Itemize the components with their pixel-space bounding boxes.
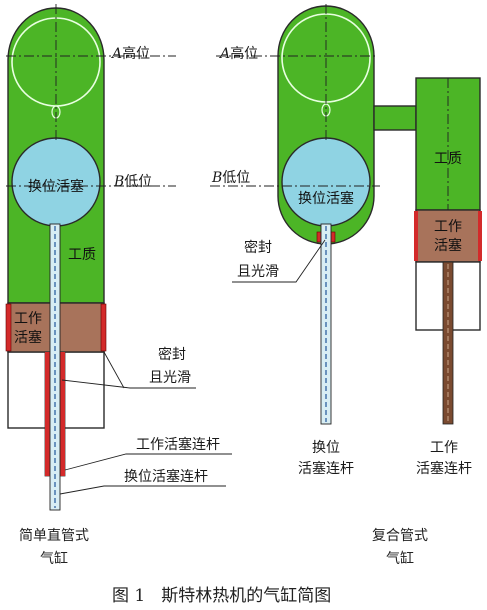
left-working-rod-seal-l	[45, 352, 50, 476]
right-working-piston-seal-r	[478, 211, 482, 261]
right-displacer-label: 换位活塞	[298, 190, 354, 207]
left-seal-label-1: 密封	[158, 346, 186, 363]
left-working-medium-label: 工质	[68, 247, 96, 263]
left-piston-seal-right	[100, 303, 107, 352]
right-working-rod-label-2: 活塞连杆	[416, 460, 472, 477]
left-cylinder	[5, 4, 107, 511]
right-displacer-piston	[281, 137, 371, 227]
right-a-text: 高位	[230, 45, 258, 62]
left-working-rod-leader	[64, 453, 232, 471]
left-displacer-rod-leader	[59, 485, 226, 495]
right-seal-label-2: 且光滑	[237, 263, 279, 280]
right-working-piston-label-2: 活塞	[434, 237, 462, 254]
caption-text: 斯特林热机的气缸简图	[161, 585, 331, 606]
left-seal-leader	[61, 379, 196, 389]
left-working-rod-label: 工作活塞连杆	[136, 436, 220, 453]
right-working-rod-label-1: 工作	[430, 440, 458, 456]
right-b-text: 低位	[222, 170, 250, 186]
svg-text:A高位: A高位	[218, 45, 258, 62]
right-seal-leader	[232, 239, 326, 283]
left-subtitle-1: 简单直管式	[19, 527, 89, 544]
svg-text:B低位: B低位	[211, 170, 250, 186]
left-labels: A高位 B低位 换位活塞 工质 工作 活塞 密封 且光滑 工作活塞连杆 换位活塞…	[14, 45, 220, 485]
left-b-letter: B	[113, 174, 124, 190]
right-connecting-pipe	[373, 105, 417, 131]
svg-text:B低位: B低位	[113, 174, 152, 190]
left-displacer-label: 换位活塞	[28, 178, 84, 195]
left-piston-seal-left	[5, 303, 12, 352]
caption-number: 图 1	[112, 586, 145, 606]
right-seal-label-1: 密封	[244, 239, 272, 256]
svg-text:A高位: A高位	[110, 45, 150, 62]
left-a-text: 高位	[122, 45, 150, 62]
left-a-letter: A	[110, 46, 122, 62]
right-displacer-rod-label-2: 活塞连杆	[298, 460, 354, 477]
figure-caption: 图 1 斯特林热机的气缸简图	[112, 585, 331, 606]
right-labels: A高位 B低位 换位活塞 工质 工作 活塞 密封 且光滑 换位 活塞连杆 工作 …	[211, 45, 472, 477]
right-subtitle-1: 复合管式	[372, 527, 428, 544]
left-b-text: 低位	[124, 174, 152, 190]
left-working-piston-label-2: 活塞	[14, 329, 42, 346]
left-working-piston-label-1: 工作	[14, 311, 42, 327]
right-working-piston-seal-l	[414, 211, 418, 261]
right-a-letter: A	[218, 46, 230, 62]
left-subtitle-2: 气缸	[40, 550, 68, 567]
right-working-piston-label-1: 工作	[434, 219, 462, 235]
left-seal-label-2: 且光滑	[149, 369, 191, 386]
left-displacer-rod-label: 换位活塞连杆	[124, 468, 208, 485]
left-working-rod-seal-r	[60, 352, 65, 476]
right-b-letter: B	[211, 170, 222, 186]
right-displacer-rod-label-1: 换位	[312, 439, 340, 456]
right-subtitle-2: 气缸	[386, 550, 414, 567]
right-working-medium-label: 工质	[434, 151, 462, 167]
right-cylinder	[277, 4, 482, 425]
right-working-piston	[415, 209, 481, 263]
right-working-piston-rod	[442, 261, 454, 425]
left-seal-leader-2	[103, 351, 125, 389]
